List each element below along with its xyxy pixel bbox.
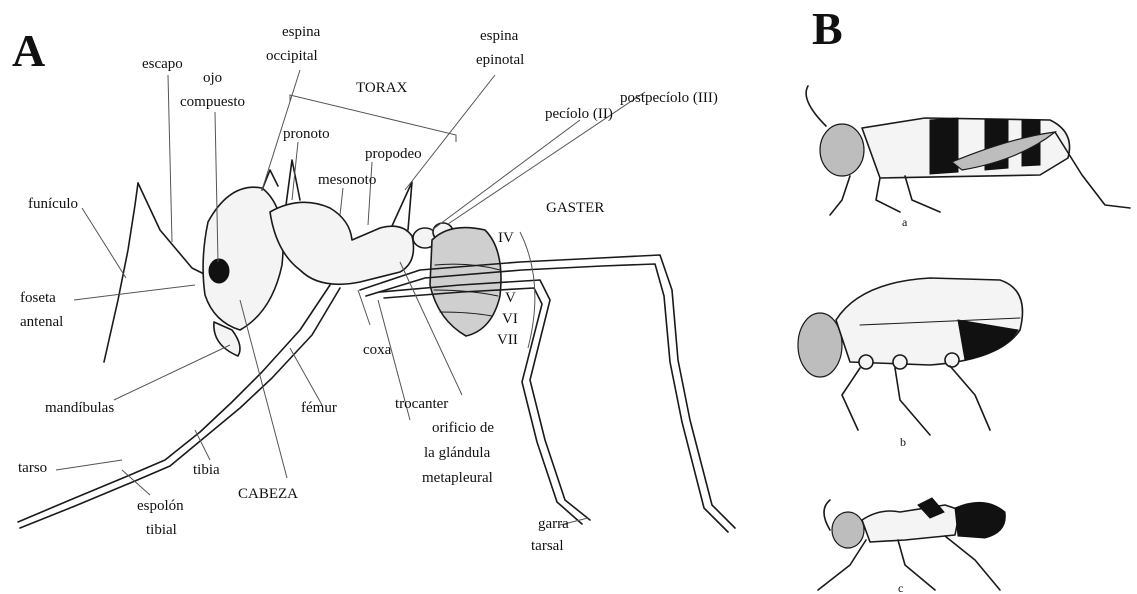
label-peciolo: pecíolo (II) bbox=[545, 106, 613, 122]
insect-b: b bbox=[798, 278, 1023, 449]
label-tarso: tarso bbox=[18, 460, 47, 476]
sub-label-a: a bbox=[902, 215, 908, 229]
label-torax: TORAX bbox=[356, 80, 408, 96]
label-pronoto: pronoto bbox=[283, 126, 330, 142]
head-outline bbox=[203, 187, 283, 330]
label-espolon-1: espolón bbox=[137, 498, 184, 514]
label-espina-occipital-2: occipital bbox=[266, 48, 318, 64]
label-espina-epinotal-1: espina bbox=[480, 28, 519, 44]
label-gaster: GASTER bbox=[546, 200, 604, 216]
label-orificio-3: metapleural bbox=[422, 470, 493, 486]
label-propodeo: propodeo bbox=[365, 146, 422, 162]
label-mesonoto: mesonoto bbox=[318, 172, 376, 188]
occipital-spine bbox=[262, 170, 278, 190]
label-postpeciolo: postpecíolo (III) bbox=[620, 90, 718, 106]
label-foseta-2: antenal bbox=[20, 314, 63, 330]
pronotum-spine bbox=[286, 160, 300, 205]
epinotal-spine bbox=[392, 182, 412, 230]
label-espina-epinotal-2: epinotal bbox=[476, 52, 524, 68]
label-foseta-1: foseta bbox=[20, 290, 56, 306]
label-espina-occipital-1: espina bbox=[282, 24, 321, 40]
antenna-funiculus bbox=[104, 183, 138, 362]
label-iv: IV bbox=[498, 230, 514, 246]
antenna-scape bbox=[138, 183, 208, 276]
label-espolon-2: tibial bbox=[146, 522, 177, 538]
label-escapo: escapo bbox=[142, 56, 183, 72]
label-funiculo: funículo bbox=[28, 196, 78, 212]
panel-b: B a b bbox=[798, 3, 1130, 594]
gaster bbox=[430, 228, 501, 336]
label-orificio-1: orificio de bbox=[432, 420, 494, 436]
label-cabeza: CABEZA bbox=[238, 486, 298, 502]
label-femur: fémur bbox=[301, 400, 337, 416]
compound-eye bbox=[209, 259, 229, 283]
panel-a-letter: A bbox=[12, 25, 45, 76]
sub-label-c: c bbox=[898, 581, 903, 594]
thorax-outline bbox=[270, 202, 414, 284]
sub-label-b: b bbox=[900, 435, 906, 449]
label-trocanter: trocanter bbox=[395, 396, 448, 412]
label-v: V bbox=[505, 290, 516, 306]
label-tibia: tibia bbox=[193, 462, 220, 478]
leader-lines bbox=[56, 70, 645, 525]
label-mandibulas: mandíbulas bbox=[45, 400, 114, 416]
label-coxa: coxa bbox=[363, 342, 392, 358]
label-garra-1: garra bbox=[538, 516, 569, 532]
label-garra-2: tarsal bbox=[531, 538, 563, 554]
label-ojo-1: ojo bbox=[203, 70, 222, 86]
label-orificio-2: la glándula bbox=[424, 445, 491, 461]
insect-a: a bbox=[806, 86, 1130, 229]
insect-c: c bbox=[818, 498, 1005, 594]
gaster-bracket bbox=[520, 232, 535, 348]
label-vi: VI bbox=[502, 311, 518, 327]
label-vii: VII bbox=[497, 332, 518, 348]
label-ojo-2: compuesto bbox=[180, 94, 245, 110]
panel-b-letter: B bbox=[812, 3, 843, 54]
